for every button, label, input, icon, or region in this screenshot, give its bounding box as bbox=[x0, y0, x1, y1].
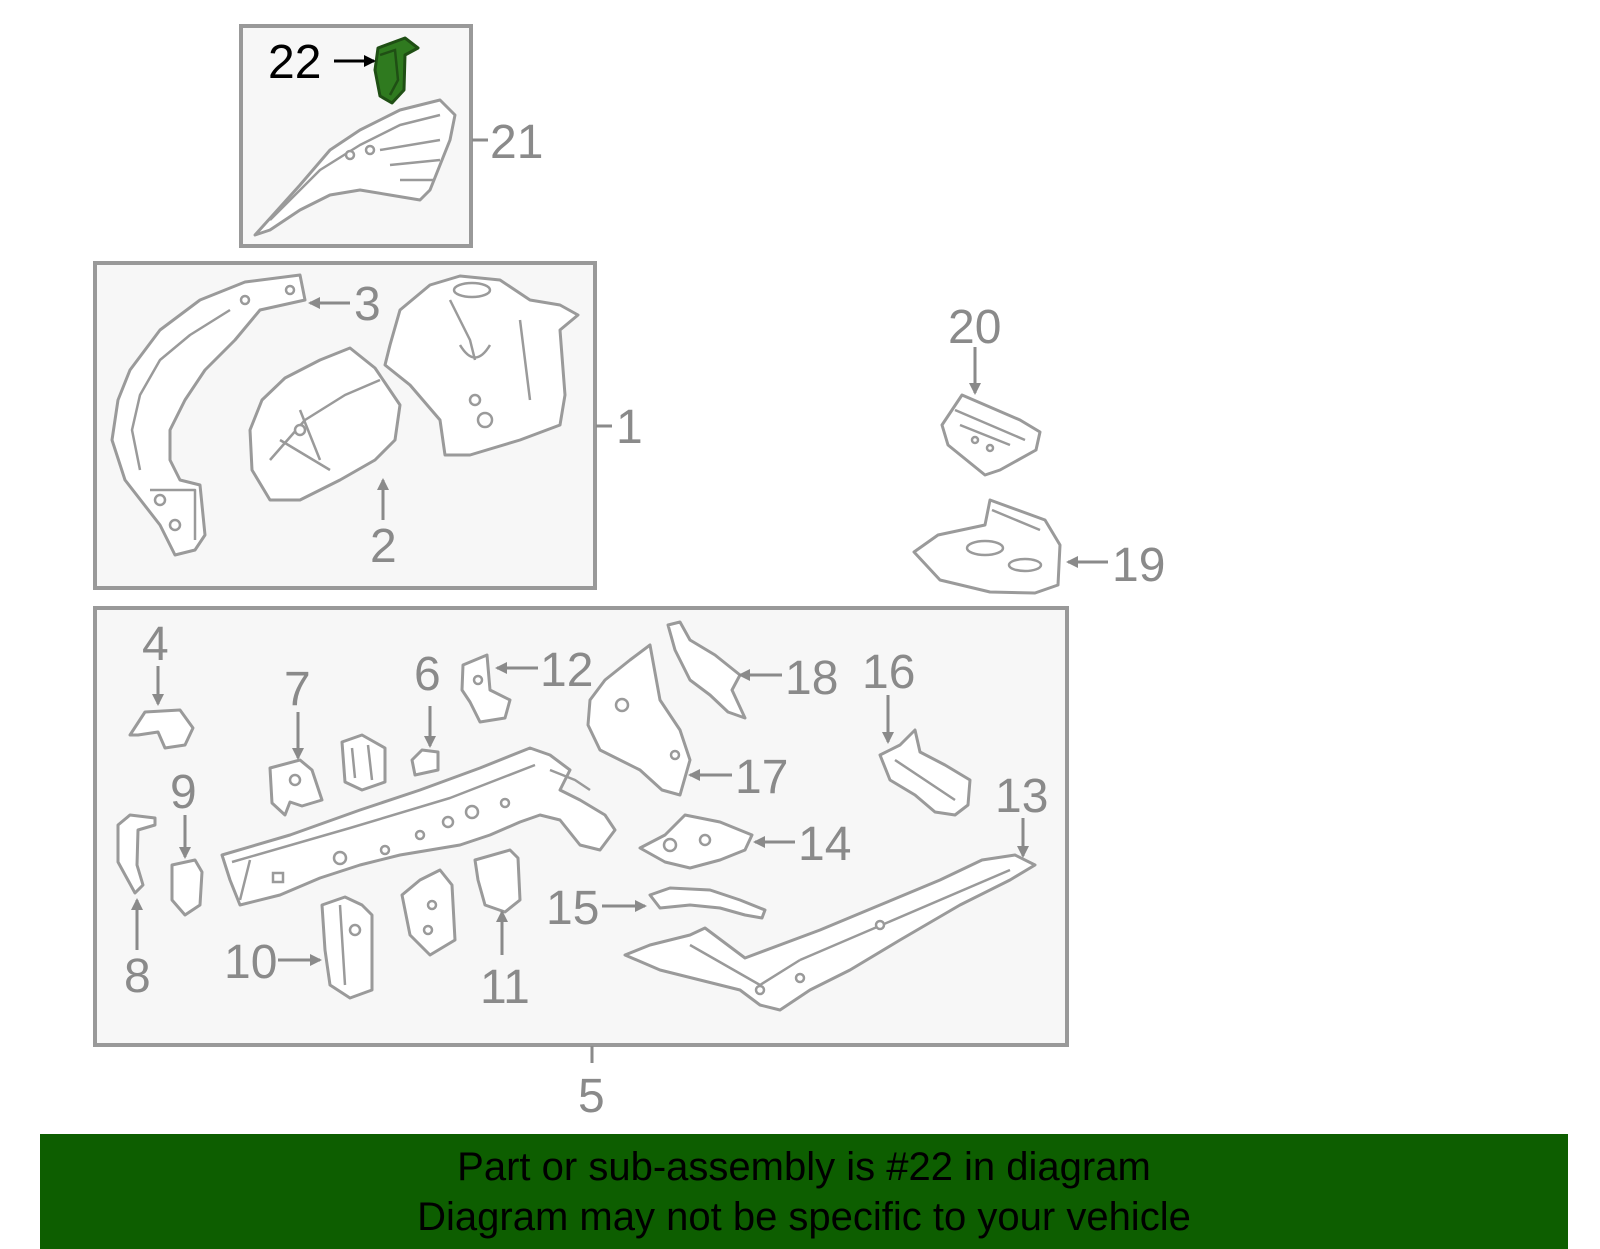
part-17-panel[interactable] bbox=[586, 643, 692, 797]
part-20-crossmember[interactable] bbox=[940, 393, 1042, 477]
part-8-bracket[interactable] bbox=[116, 813, 157, 895]
part-9-plate[interactable] bbox=[170, 858, 204, 917]
label-22: 22 bbox=[268, 36, 321, 89]
label-17: 17 bbox=[735, 751, 788, 804]
label-12: 12 bbox=[540, 644, 593, 697]
label-15: 15 bbox=[546, 882, 599, 935]
label-21: 21 bbox=[490, 116, 543, 169]
label-8: 8 bbox=[124, 950, 151, 1003]
part-1-shock-tower[interactable] bbox=[383, 274, 580, 457]
label-9: 9 bbox=[170, 766, 197, 819]
part-reinforcement-plate[interactable] bbox=[340, 733, 387, 792]
part-21-rail[interactable] bbox=[253, 98, 457, 237]
part-10-bracket[interactable] bbox=[320, 895, 374, 1000]
label-5: 5 bbox=[578, 1070, 605, 1123]
part-7-bracket[interactable] bbox=[268, 758, 324, 817]
label-20: 20 bbox=[948, 301, 1001, 354]
part-3-apron-rail[interactable] bbox=[110, 273, 307, 557]
info-banner: Part or sub-assembly is #22 in diagram D… bbox=[40, 1134, 1568, 1249]
part-2-wheelhouse[interactable] bbox=[248, 346, 402, 502]
label-2: 2 bbox=[370, 520, 397, 573]
part-5-frame-rail[interactable] bbox=[220, 746, 617, 907]
part-22-bracket[interactable] bbox=[373, 36, 420, 105]
label-13: 13 bbox=[995, 770, 1048, 823]
part-13-rear-rail[interactable] bbox=[623, 853, 1037, 1012]
banner-line-2: Diagram may not be specific to your vehi… bbox=[417, 1195, 1191, 1239]
label-6: 6 bbox=[414, 648, 441, 701]
label-11: 11 bbox=[480, 961, 530, 1014]
label-19: 19 bbox=[1112, 539, 1165, 592]
label-4: 4 bbox=[142, 618, 169, 671]
banner-line-1: Part or sub-assembly is #22 in diagram bbox=[457, 1145, 1151, 1189]
part-15-strip[interactable] bbox=[648, 886, 767, 920]
part-18-bracket[interactable] bbox=[666, 620, 747, 720]
label-1: 1 bbox=[616, 401, 643, 454]
label-10: 10 bbox=[224, 936, 277, 989]
part-11-plate[interactable] bbox=[473, 848, 522, 914]
part-12-bracket[interactable] bbox=[460, 653, 512, 724]
part-4-bracket[interactable] bbox=[128, 708, 195, 750]
part-14-bracket[interactable] bbox=[638, 813, 754, 870]
label-7: 7 bbox=[284, 663, 311, 716]
part-16-bracket[interactable] bbox=[878, 728, 972, 817]
label-3: 3 bbox=[354, 278, 381, 331]
label-16: 16 bbox=[862, 646, 915, 699]
part-6-clip[interactable] bbox=[410, 748, 440, 777]
label-14: 14 bbox=[798, 818, 851, 871]
part-19-floor-pan[interactable] bbox=[912, 498, 1062, 595]
label-18: 18 bbox=[785, 652, 838, 705]
part-gusset[interactable] bbox=[400, 868, 457, 957]
